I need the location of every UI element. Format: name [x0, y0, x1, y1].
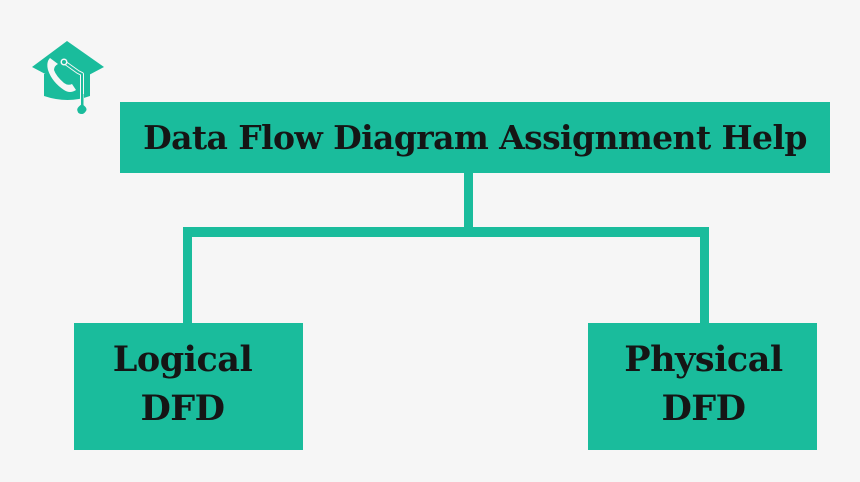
child-node-label: Physical DFD [624, 335, 783, 433]
child-node-label-line2: DFD [661, 387, 746, 429]
tassel-drop [81, 94, 84, 106]
phone-handset [47, 58, 76, 92]
child-node-label-line2: DFD [140, 387, 225, 429]
tassel-cord-inner [63, 61, 83, 102]
connector-right-drop [700, 227, 709, 323]
connector-left-drop [183, 227, 192, 323]
graduation-cap-phone-icon [32, 41, 104, 114]
child-node-physical-dfd: Physical DFD [588, 323, 817, 450]
child-node-label-line1: Physical [624, 338, 783, 380]
root-node-label: Data Flow Diagram Assignment Help [143, 118, 807, 157]
tassel-end [77, 104, 87, 114]
root-node: Data Flow Diagram Assignment Help [120, 102, 830, 173]
connector-horizontal [183, 227, 709, 237]
tassel-knot-inner [62, 60, 66, 64]
child-node-label-line1: Logical [112, 338, 253, 380]
connector-stem [464, 173, 473, 237]
child-node-logical-dfd: Logical DFD [74, 323, 303, 450]
child-node-label: Logical DFD [113, 335, 253, 433]
